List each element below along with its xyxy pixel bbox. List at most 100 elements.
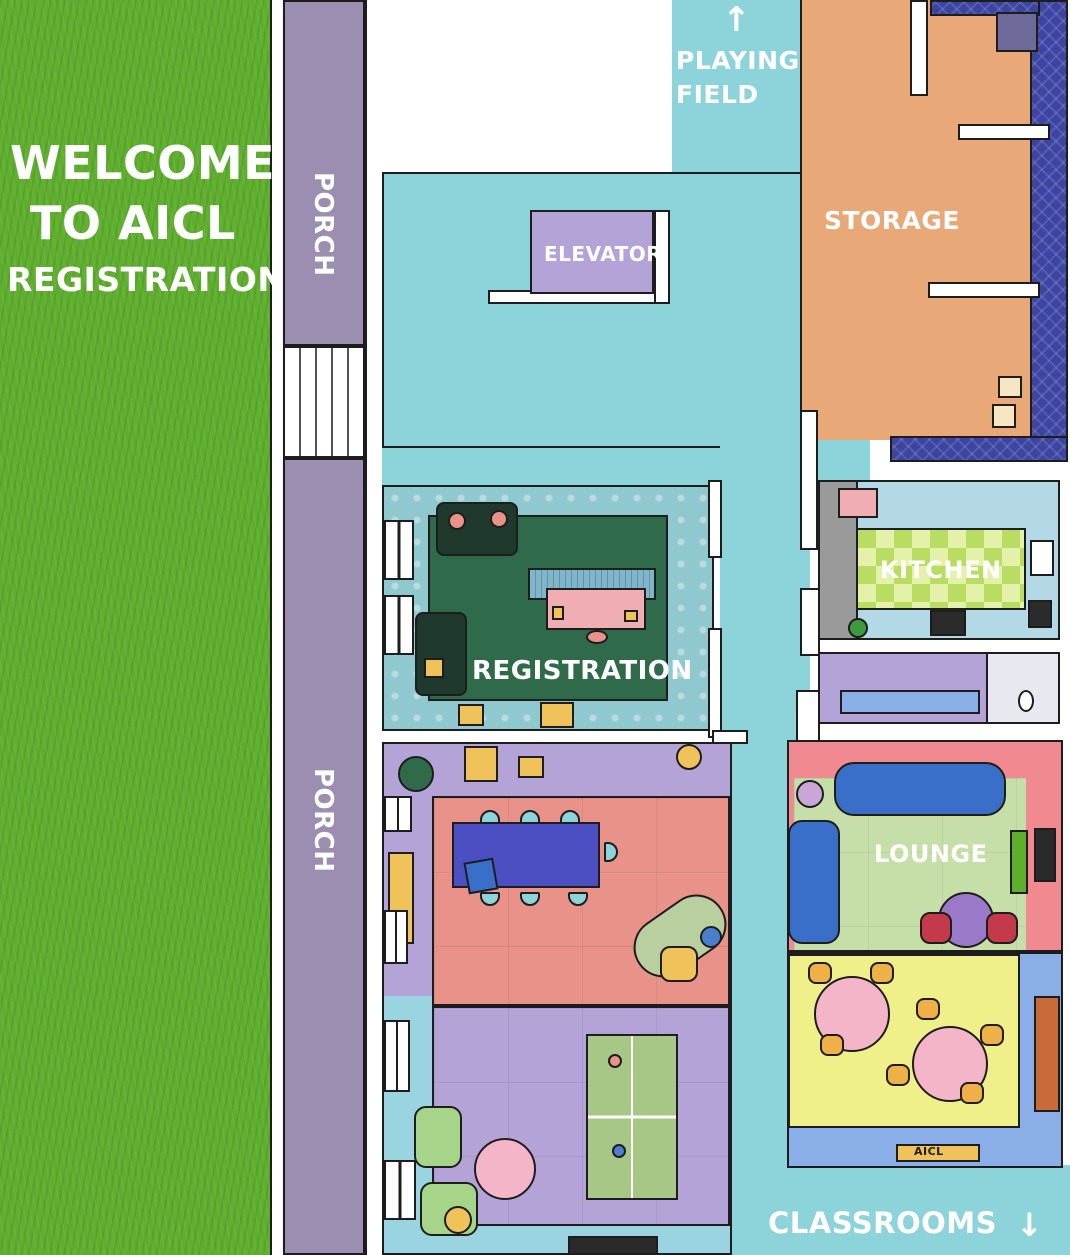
tv-stand — [1010, 830, 1028, 894]
plant-pot-icon — [586, 630, 608, 644]
up-arrow-icon: ↑ — [722, 0, 751, 40]
window — [384, 1160, 416, 1220]
restroom-counter — [840, 690, 980, 714]
wall-rug — [1034, 996, 1060, 1112]
wall-segment — [708, 480, 722, 558]
wall-art — [464, 746, 498, 782]
elevator-label: ELEVATOR — [544, 242, 663, 266]
chair — [520, 892, 540, 906]
window — [384, 595, 414, 655]
paper-icon — [552, 606, 564, 620]
chair — [520, 810, 540, 824]
storage-stair — [996, 12, 1038, 52]
porch-bottom — [283, 458, 365, 1255]
wall-art — [518, 756, 544, 778]
sofa — [788, 820, 840, 944]
sink — [1030, 540, 1054, 576]
wall-segment — [800, 410, 818, 550]
ottoman — [700, 926, 722, 948]
cushion-icon — [448, 512, 466, 530]
chair — [820, 1034, 844, 1056]
chair — [960, 1082, 984, 1104]
chair — [568, 892, 588, 906]
armchair — [986, 912, 1018, 944]
floor-mat — [568, 1236, 658, 1255]
wall-segment — [796, 690, 820, 742]
floor-lamp — [444, 1206, 472, 1234]
stove — [930, 610, 966, 636]
chair — [916, 998, 940, 1020]
welcome-line-2: TO AICL — [30, 196, 236, 250]
lawn-edge — [270, 0, 282, 1255]
toilet-icon — [1018, 690, 1034, 712]
game-room-trim-top — [384, 744, 730, 796]
classrooms-label[interactable]: CLASSROOMS — [768, 1206, 998, 1240]
tv — [1034, 828, 1056, 882]
lawn — [0, 0, 272, 1255]
wall-segment — [928, 282, 1040, 298]
wall-segment — [910, 0, 928, 96]
chair — [480, 810, 500, 824]
chair — [870, 962, 894, 984]
paper-icon — [624, 610, 638, 622]
sofa — [436, 502, 518, 556]
wall-segment — [708, 628, 722, 738]
welcome-line-3: REGISTRATION — [7, 260, 286, 299]
storage-box — [992, 404, 1016, 428]
storage-label: STORAGE — [824, 206, 961, 235]
porch-bottom-label: PORCH — [308, 768, 338, 873]
entry-sign — [896, 1144, 980, 1162]
porch-steps — [283, 346, 365, 458]
chair — [480, 892, 500, 906]
wall-segment — [958, 124, 1050, 140]
pingpong-table[interactable] — [586, 1034, 678, 1200]
chair — [886, 1064, 910, 1086]
wall-clock — [676, 744, 702, 770]
pingpong-paddle-icon — [608, 1054, 622, 1068]
storage-box — [998, 376, 1022, 398]
window — [384, 796, 412, 832]
down-arrow-icon: ↓ — [1016, 1206, 1044, 1244]
chair — [808, 962, 832, 984]
chair — [604, 842, 618, 862]
hallway-south — [735, 1165, 1070, 1255]
board-game-icon — [463, 857, 499, 895]
window — [384, 520, 414, 580]
kitchen-floor — [856, 528, 1026, 610]
sofa — [834, 762, 1006, 816]
storage-shelf-floor — [1030, 0, 1068, 460]
kitchen-label: KITCHEN — [880, 556, 1002, 584]
elevator[interactable] — [530, 210, 654, 294]
sign-text: AICL — [914, 1145, 944, 1158]
window — [384, 1020, 410, 1092]
cushion-icon — [424, 658, 444, 678]
armchair — [660, 946, 698, 982]
lounge-label: LOUNGE — [874, 840, 988, 868]
pingpong-paddle-icon — [612, 1144, 626, 1158]
watermelon-icon — [848, 618, 868, 638]
side-table — [796, 780, 824, 808]
storage-shelf-floor — [890, 436, 1068, 462]
fridge — [838, 488, 878, 518]
welcome-line-1: WELCOME — [10, 136, 276, 190]
sofa — [415, 612, 467, 696]
registration-label: REGISTRATION — [472, 656, 693, 686]
storage-shelf-floor — [930, 0, 1040, 16]
wall-segment — [654, 210, 670, 304]
wall-segment — [712, 730, 748, 744]
chair — [560, 810, 580, 824]
wall-segment — [800, 588, 820, 656]
porch-top-label: PORCH — [308, 172, 338, 277]
wall-segment — [366, 170, 516, 182]
chair — [980, 1024, 1004, 1046]
trash-bin — [1028, 600, 1052, 628]
porch-top — [283, 0, 365, 346]
plant-icon — [398, 756, 434, 792]
cushion-icon — [490, 510, 508, 528]
playing-field-label[interactable]: PLAYING FIELD — [676, 46, 800, 109]
floor-mat — [540, 702, 574, 728]
window — [384, 910, 408, 964]
armchair — [414, 1106, 462, 1168]
side-table — [474, 1138, 536, 1200]
armchair — [920, 912, 952, 944]
